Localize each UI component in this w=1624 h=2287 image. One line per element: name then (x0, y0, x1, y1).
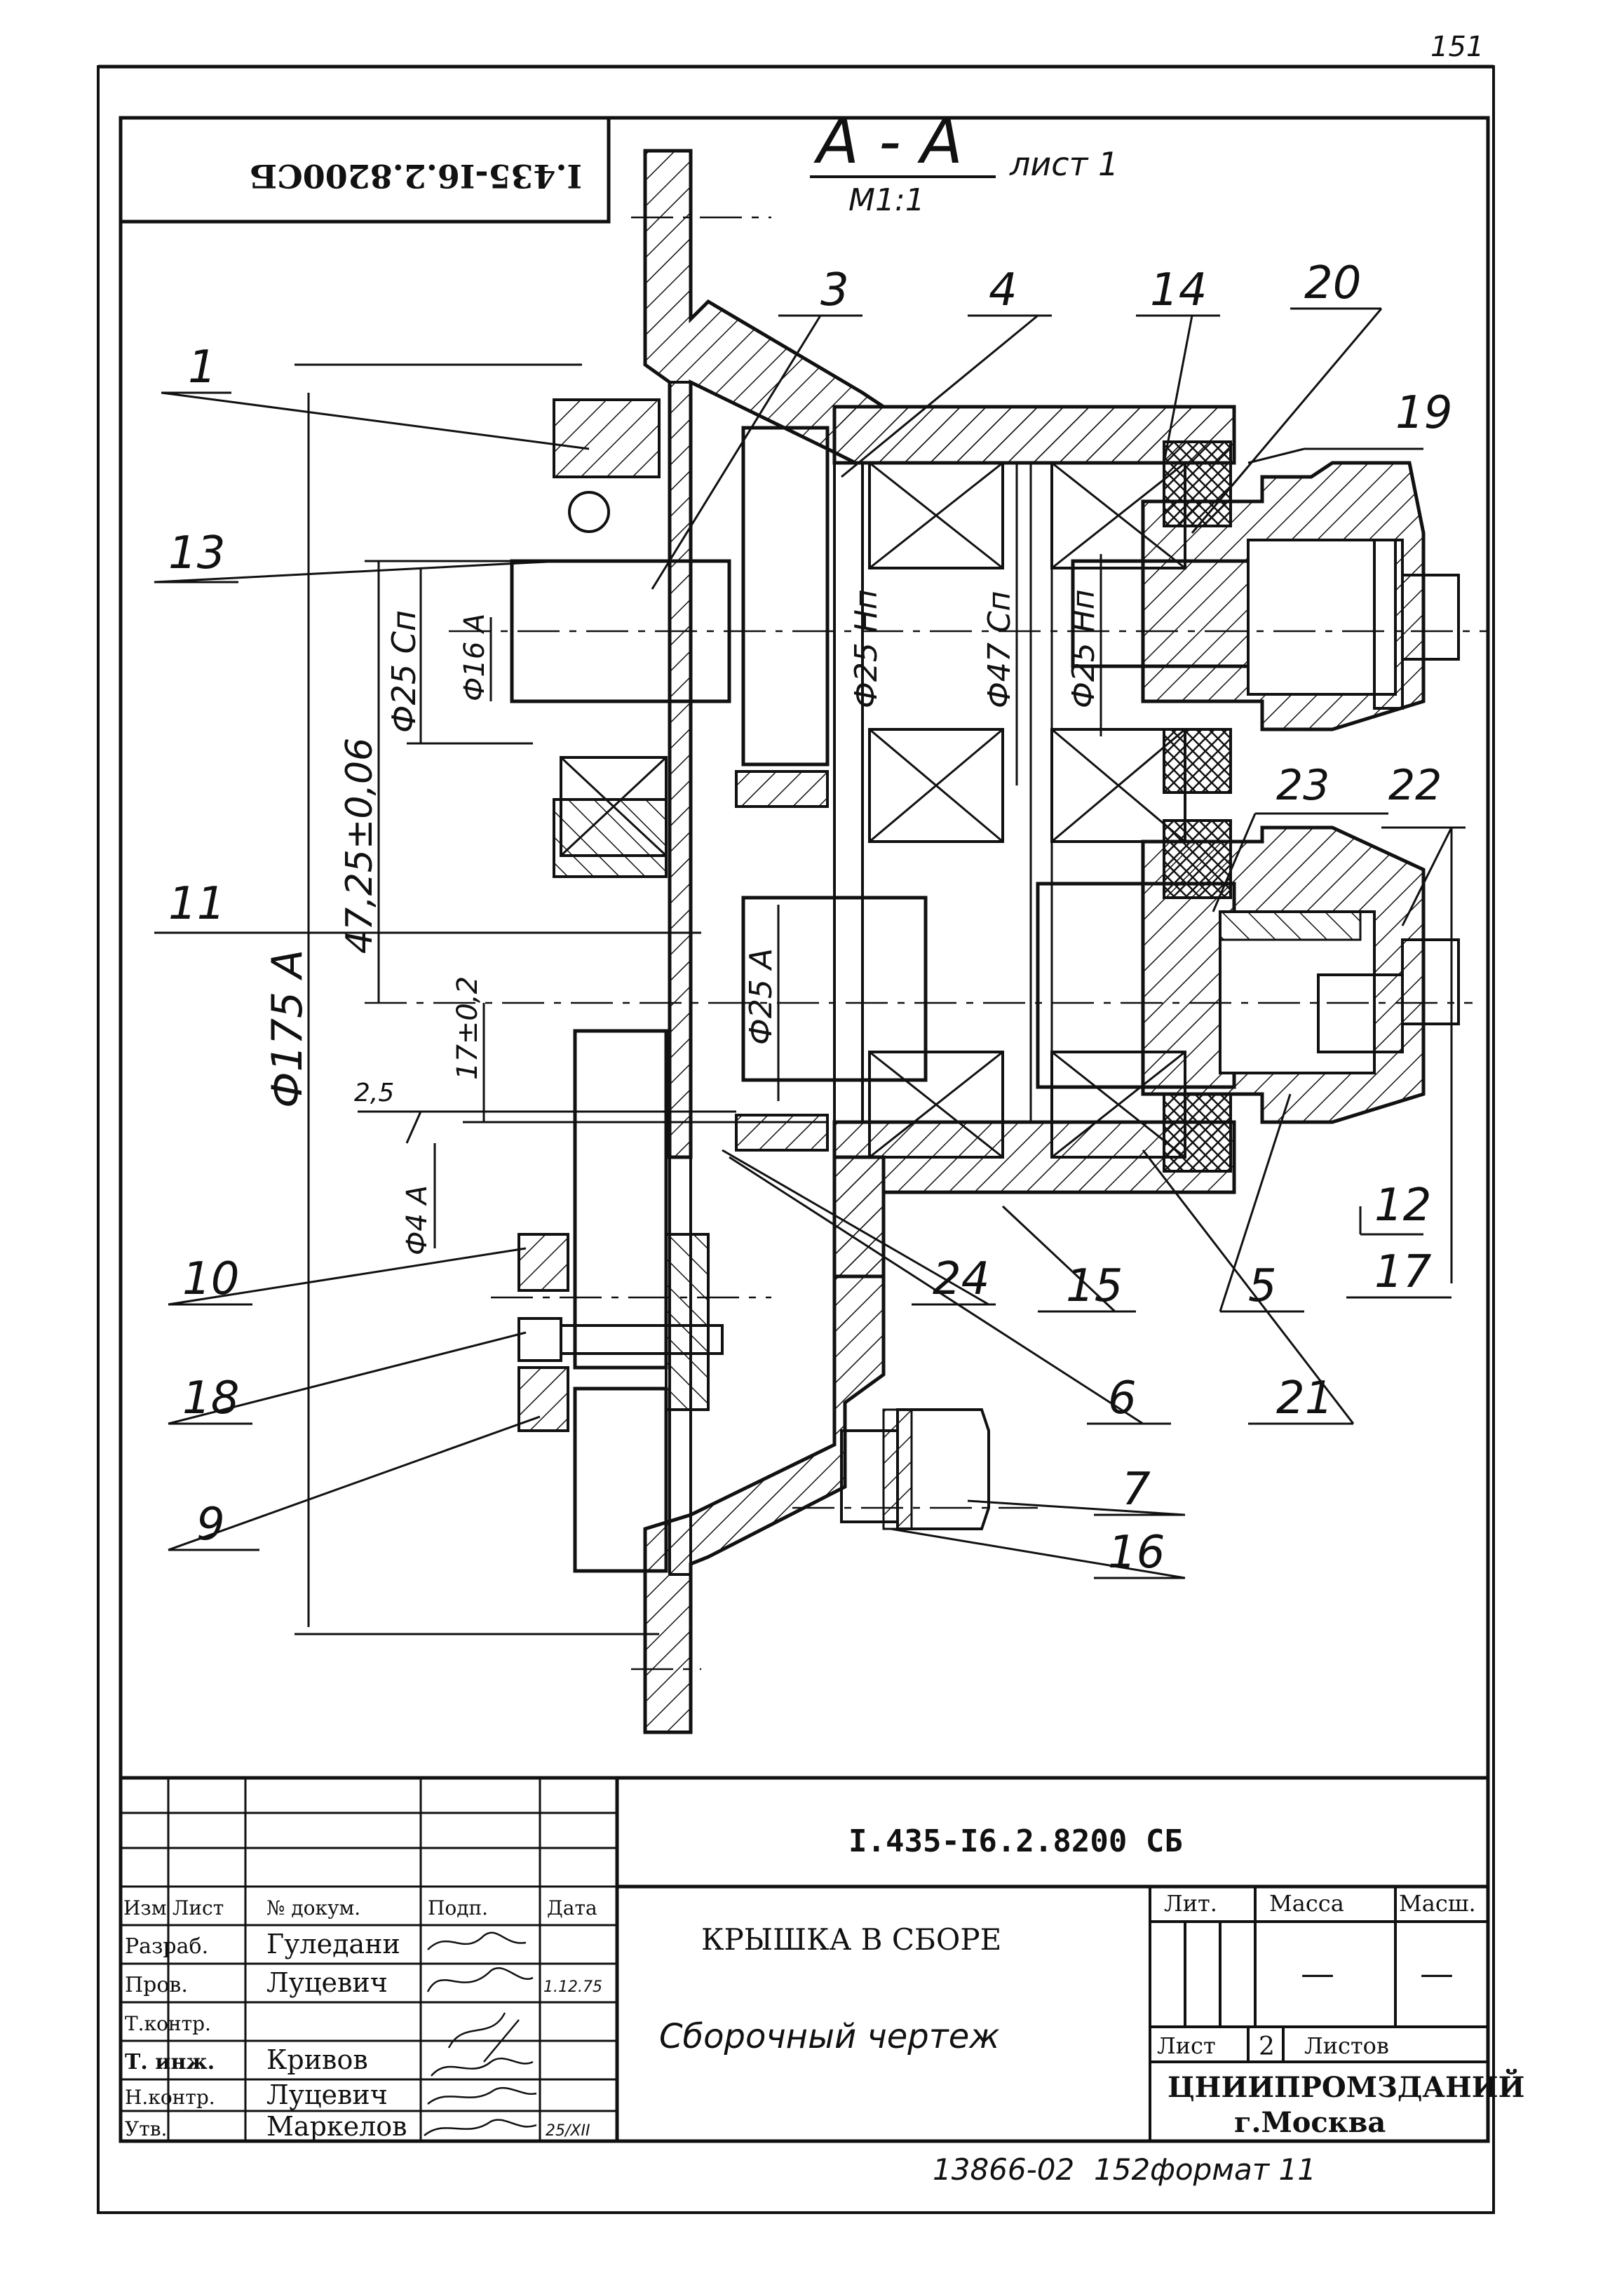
callout-1: 1 (188, 342, 217, 393)
title-designation: I.435-I6.2.8200 СБ (848, 1823, 1183, 1859)
header-izm: Изм (123, 1896, 166, 1920)
org-name: ЦНИИПРОМЗДАНИЙ (1168, 2069, 1524, 2104)
callout-12: 12 (1374, 1180, 1431, 1232)
row-date-5: 25/XII (546, 2122, 590, 2140)
item-name: КРЫШКА В СБОРЕ (701, 1922, 1001, 1957)
sheet-value: 2 (1259, 2032, 1275, 2061)
signatures (424, 1931, 537, 2136)
row-date-1: 1.12.75 (543, 1978, 602, 1996)
sheet-note: лист 1 (1009, 145, 1118, 183)
callout-17: 17 (1374, 1246, 1432, 1298)
dim-2-5: 2,5 (354, 1079, 394, 1107)
sheet-label: Лист (1157, 2032, 1216, 2059)
header-sign: Подп. (428, 1896, 488, 1920)
callout-11: 11 (168, 878, 225, 930)
dim-25hp-1: Ф25 Нп (848, 589, 884, 708)
callout-15: 15 (1066, 1260, 1123, 1312)
mirrored-designation-box: I.435-I6.2.8200СБ (119, 116, 611, 224)
scale-label: Масш. (1399, 1890, 1476, 1917)
callout-14: 14 (1150, 264, 1207, 316)
bearings (560, 461, 1186, 1159)
row-name-5: Маркелов (266, 2111, 407, 2142)
dim-25a: Ф25 А (743, 948, 779, 1045)
doc-type: Сборочный чертеж (659, 2017, 1000, 2056)
screw-18 (517, 1317, 724, 1362)
dim-25hp-2: Ф25 Нп (1066, 589, 1102, 708)
dim-47-25: 47,25±0,06 (339, 738, 381, 954)
callout-3: 3 (820, 264, 849, 316)
dim-16a: Ф16 А (459, 614, 491, 701)
row-role-4: Н.контр. (125, 2086, 215, 2109)
dim-17: 17±0,2 (452, 976, 484, 1080)
callout-4: 4 (989, 264, 1017, 316)
dim-25cp: Ф25 Сп (385, 610, 423, 733)
header-list: Лист (172, 1896, 224, 1920)
callout-24: 24 (933, 1253, 989, 1305)
bolt-7 (840, 1408, 990, 1530)
end-caps (1141, 461, 1460, 1124)
format-note: формат 11 (1150, 2152, 1316, 2187)
mass-label: Масса (1269, 1890, 1344, 1917)
page-number: 151 (1430, 31, 1484, 63)
section-scale: М1:1 (848, 182, 925, 218)
dim-4a: Ф4 А (401, 1185, 433, 1255)
callout-22: 22 (1388, 761, 1442, 810)
title-block: I.435-I6.2.8200 СБ Изм Лист № докум. Под… (119, 1776, 1524, 2143)
org-city: г.Москва (1234, 2106, 1386, 2139)
scale-value: — (1420, 1954, 1454, 1993)
row-role-0: Разраб. (125, 1934, 208, 1959)
row-role-5: Утв. (125, 2117, 167, 2140)
row-name-3: Кривов (266, 2044, 368, 2075)
section-title: А - А М1:1 лист 1 (810, 105, 1118, 218)
callout-9: 9 (196, 1499, 225, 1551)
callout-18: 18 (182, 1372, 239, 1424)
callout-5: 5 (1248, 1260, 1277, 1312)
dimension-lines (295, 363, 1102, 1635)
row-role-1: Пров. (125, 1973, 188, 1997)
section-title-text: А - А (813, 105, 963, 177)
callout-23: 23 (1276, 761, 1329, 810)
dim-175: Ф175 А (263, 950, 312, 1108)
mass-value: — (1301, 1954, 1334, 1993)
callout-20: 20 (1304, 257, 1361, 309)
header-date: Дата (547, 1896, 597, 1920)
bottom-stamp-2: 152 (1094, 2152, 1150, 2187)
callout-10: 10 (182, 1253, 239, 1305)
row-role-2: Т.контр. (125, 2012, 211, 2035)
row-name-4: Луцевич (266, 2079, 388, 2110)
row-role-3: Т. инж. (125, 2050, 215, 2075)
leader-lines (154, 307, 1466, 1579)
callout-19: 19 (1395, 387, 1452, 439)
shafts (510, 398, 1390, 1573)
bottom-stamp: 13866-02 (933, 2152, 1074, 2187)
mirrored-designation: I.435-I6.2.8200СБ (250, 157, 582, 195)
row-name-1: Луцевич (266, 1967, 388, 1998)
callout-13: 13 (168, 527, 225, 579)
callout-7: 7 (1122, 1464, 1151, 1516)
dim-47cp: Ф47 Сп (982, 591, 1017, 708)
callout-21: 21 (1276, 1372, 1333, 1424)
sheets-label: Листов (1304, 2032, 1389, 2059)
callout-6: 6 (1108, 1372, 1137, 1424)
callout-16: 16 (1108, 1527, 1165, 1579)
lit-label: Лит. (1164, 1890, 1217, 1917)
row-name-0: Гуледани (266, 1929, 400, 1959)
centerlines (365, 216, 1487, 1671)
header-doc: № докум. (266, 1896, 360, 1920)
